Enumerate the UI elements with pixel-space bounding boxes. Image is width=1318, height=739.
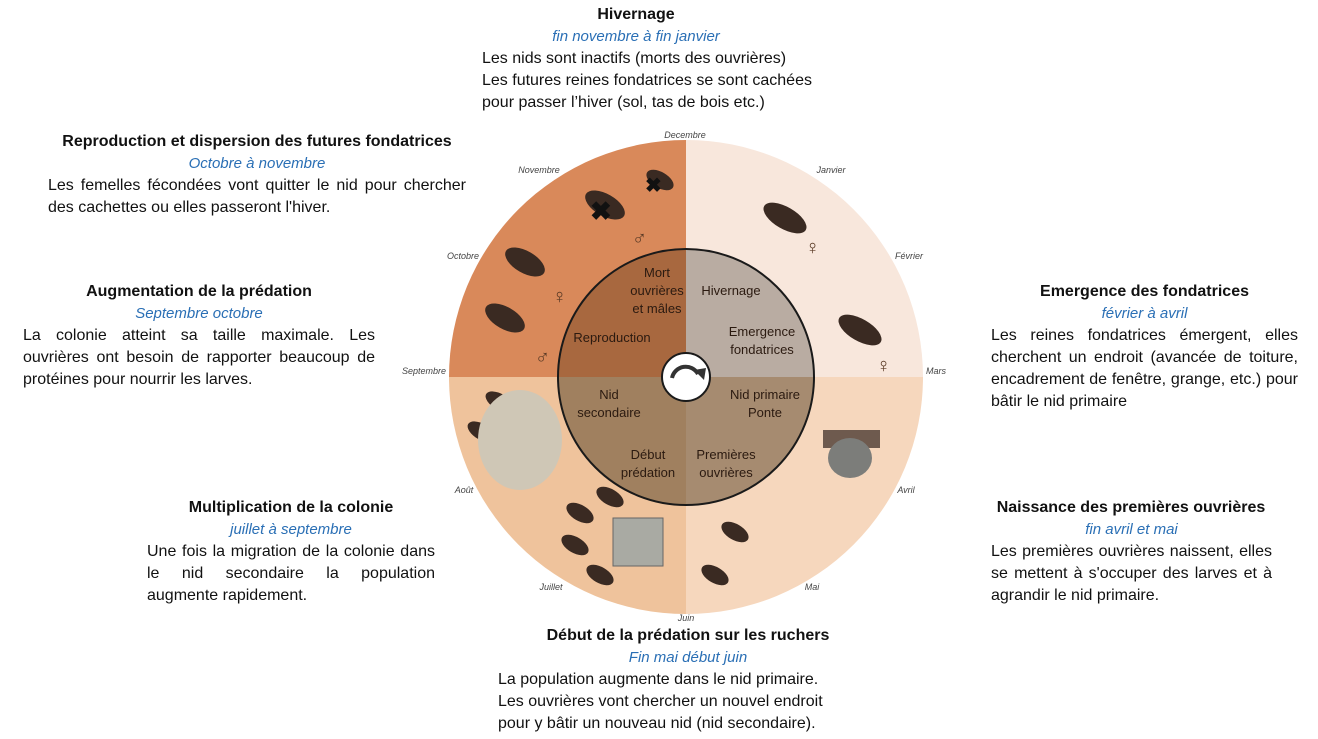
- stage-hivernage: Hivernage fin novembre à fin janvier Les…: [482, 4, 882, 114]
- female-symbol-icon: ♀: [805, 237, 820, 259]
- month-label: Octobre: [447, 251, 479, 261]
- label: Nid primaire: [730, 387, 800, 402]
- label: Ponte: [748, 405, 782, 420]
- label: ouvrières: [630, 283, 684, 298]
- label: fin avril et mai: [1085, 521, 1178, 538]
- label: fin novembre à fin janvier: [552, 28, 720, 45]
- stage-colony-growth: Multiplication de la colonie juillet à se…: [147, 497, 435, 607]
- stage-reproduction: Reproduction et dispersion des futures f…: [48, 131, 466, 219]
- label: Emergence: [729, 324, 795, 339]
- label: et mâles: [632, 301, 682, 316]
- label: Octobre à novembre: [188, 155, 326, 172]
- month-label: Juin: [677, 613, 695, 623]
- label: secondaire: [577, 405, 641, 420]
- month-label: Août: [454, 485, 474, 495]
- label: Début: [631, 447, 666, 462]
- inner-labels: Mort ouvrières et mâles Reproduction Hiv…: [573, 265, 800, 480]
- primary-nest-icon: [828, 438, 872, 478]
- month-label: Juillet: [538, 582, 563, 592]
- label: prédation: [621, 465, 675, 480]
- label: Les reines fondatrices émergent, elles c…: [991, 327, 1298, 410]
- beehive-icon: [612, 517, 664, 567]
- label: La population augmente dans le nid prima…: [498, 671, 819, 688]
- label: Fin mai début juin: [628, 649, 748, 666]
- label: Premières: [696, 447, 756, 462]
- label: Mort: [644, 265, 670, 280]
- label: Naissance des premières ouvrières: [996, 499, 1266, 516]
- label: pour y bâtir un nouveau nid (nid seconda…: [498, 715, 816, 732]
- label: Septembre octobre: [135, 305, 263, 322]
- label: La colonie atteint sa taille maximale. L…: [23, 327, 375, 388]
- stage-emergence: Emergence des fondatrices février à avril…: [991, 281, 1298, 413]
- label: Les ouvrières vont chercher un nouvel en…: [498, 693, 823, 710]
- label: Les premières ouvrières naissent, elles …: [991, 543, 1272, 604]
- month-label: Mars: [926, 366, 946, 376]
- label: Emergence des fondatrices: [1040, 283, 1249, 300]
- label: Une fois la migration de la colonie dans…: [147, 543, 435, 604]
- month-label: Mai: [805, 582, 821, 592]
- male-symbol-icon: ♂: [535, 347, 550, 369]
- dead-mark-icon: ✖: [590, 196, 612, 226]
- label: juillet à septembre: [230, 521, 352, 538]
- secondary-nest-icon: [478, 390, 562, 490]
- label: février à avril: [1101, 305, 1188, 322]
- label: Nid: [599, 387, 619, 402]
- dead-mark-icon: ✖: [645, 175, 662, 197]
- cycle-arrow-icon: [661, 352, 711, 402]
- female-symbol-icon: ♀: [552, 286, 567, 308]
- month-label: Decembre: [664, 130, 706, 140]
- label: Début de la prédation sur les ruchers: [546, 627, 830, 644]
- label: ouvrières: [699, 465, 753, 480]
- month-label: Février: [895, 251, 924, 261]
- month-label: Novembre: [518, 165, 560, 175]
- month-label: Septembre: [402, 366, 446, 376]
- male-symbol-icon: ♂: [632, 228, 647, 250]
- label: Multiplication de la colonie: [188, 499, 394, 516]
- label: Augmentation de la prédation: [86, 283, 312, 300]
- stage-first-workers: Naissance des premières ouvrières fin avr…: [991, 497, 1272, 607]
- label: Les femelles fécondées vont quitter le n…: [48, 177, 466, 216]
- label: Hivernage: [701, 283, 760, 298]
- label: Hivernage: [597, 6, 675, 23]
- label: Reproduction: [573, 330, 650, 345]
- label: Les nids sont inactifs (morts des ouvriè…: [482, 50, 787, 67]
- female-symbol-icon: ♀: [876, 355, 891, 377]
- month-label: Janvier: [815, 165, 846, 175]
- month-label: Avril: [896, 485, 915, 495]
- label: Reproduction et dispersion des futures f…: [62, 133, 452, 150]
- inner-ring: [557, 248, 815, 506]
- month-labels: Decembre Janvier Février Mars Avril Mai …: [402, 130, 947, 623]
- label: Les futures reines fondatrices se sont c…: [482, 72, 812, 89]
- label: fondatrices: [730, 342, 794, 357]
- label: pour passer l’hiver (sol, tas de bois et…: [482, 94, 765, 111]
